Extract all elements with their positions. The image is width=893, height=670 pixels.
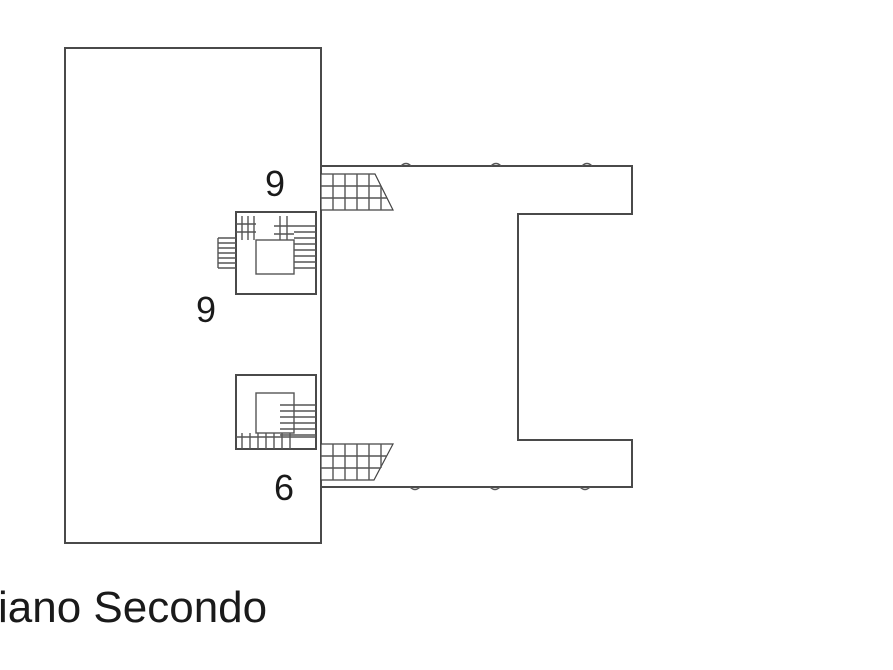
stair-label-upper-right: 9 [265, 163, 285, 204]
corridor-wall-details [400, 162, 593, 491]
stair-label-lower: 6 [274, 467, 294, 508]
lower-stairwell [235, 374, 317, 450]
floor-title: iano Secondo [0, 583, 267, 632]
stair-label-upper-left: 9 [196, 289, 216, 330]
main-building [64, 47, 322, 544]
upper-ramp-stair [320, 173, 394, 211]
lower-ramp-stair [320, 443, 394, 481]
corridor-wing [321, 165, 633, 488]
upper-stairwell [217, 211, 317, 295]
